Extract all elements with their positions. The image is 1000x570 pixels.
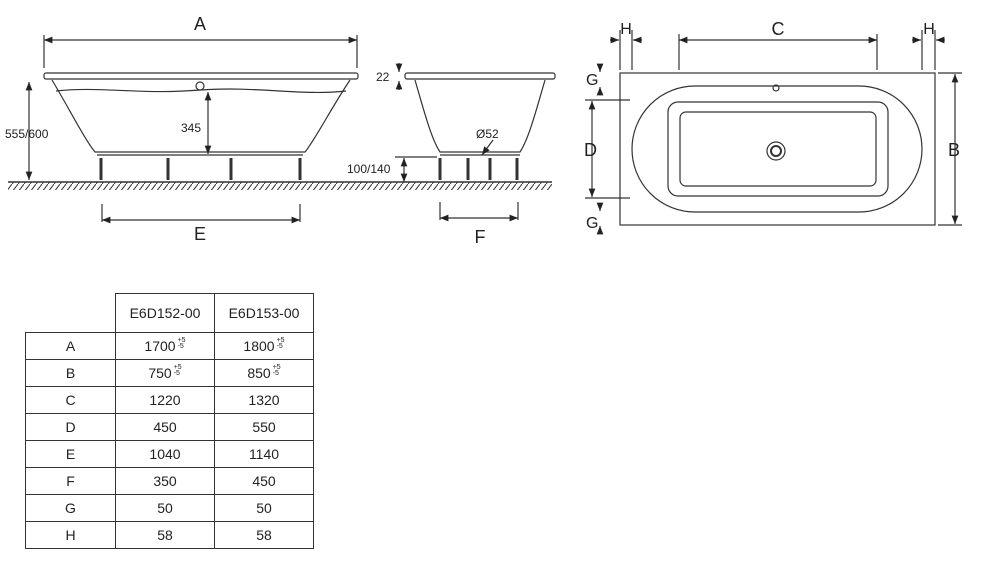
tolerance-plus: +5 xyxy=(276,337,285,344)
cell-value: 1040 xyxy=(115,440,215,468)
tolerance-plus: +5 xyxy=(173,364,182,371)
tolerance-minus: -5 xyxy=(272,370,279,377)
dim-label-g-bottom: G xyxy=(586,215,598,232)
row-label-text: C xyxy=(65,392,76,408)
tolerance-minus: -5 xyxy=(173,370,180,377)
tolerance: +5-5 xyxy=(272,364,281,377)
side-view xyxy=(25,35,359,224)
dim-label-h-right: H xyxy=(923,21,935,38)
cell-value-text: 50 xyxy=(256,500,272,516)
dim-label-h-left: H xyxy=(620,21,632,38)
cell-value-text: 1800 xyxy=(243,338,275,354)
dim-label-d: D xyxy=(584,140,597,160)
table-header-row: E6D152-00 E6D153-00 xyxy=(26,293,314,333)
row-label: F xyxy=(25,467,116,495)
dim-label-drain: Ø52 xyxy=(476,127,499,141)
cell-value: 1320 xyxy=(214,386,314,414)
dim-label-b: B xyxy=(948,140,960,160)
leg xyxy=(438,158,519,180)
table-row: C 1220 1320 xyxy=(25,386,314,414)
row-label-text: D xyxy=(65,419,76,435)
row-label: H xyxy=(25,521,116,549)
cell-value: 450 xyxy=(214,467,314,495)
end-view xyxy=(395,63,556,222)
cell-value-text: 1220 xyxy=(149,392,181,408)
tolerance: +5-5 xyxy=(276,337,285,350)
dim-label-a: A xyxy=(194,14,206,34)
dim-label-depth: 345 xyxy=(181,121,201,135)
cell-value-text: 350 xyxy=(153,473,177,489)
dim-label-rim: 22 xyxy=(376,70,390,84)
leg xyxy=(99,158,302,180)
cell-value-text: 1700 xyxy=(144,338,176,354)
row-label-text: F xyxy=(66,473,75,489)
cell-value: 58 xyxy=(214,521,314,549)
floor-hatch xyxy=(8,181,552,190)
row-label-text: A xyxy=(65,338,76,354)
cell-value: 1140 xyxy=(214,440,314,468)
tolerance-plus: +5 xyxy=(177,337,186,344)
row-label-text: B xyxy=(65,365,76,381)
cell-value: 1800+5-5 xyxy=(214,332,314,360)
row-label: C xyxy=(25,386,116,414)
bathtub-dimension-drawing: A 555/600 345 E 22 100/140 Ø52 F xyxy=(5,14,962,247)
row-label: D xyxy=(25,413,116,441)
tolerance-plus: +5 xyxy=(272,364,281,371)
dim-label-g-top: G xyxy=(586,72,598,89)
tolerance: +5-5 xyxy=(173,364,182,377)
plan-view xyxy=(585,30,962,235)
dim-label-c: C xyxy=(772,19,785,39)
cell-value-text: 50 xyxy=(157,500,173,516)
cell-value-text: 1140 xyxy=(248,446,280,462)
cell-value: 850+5-5 xyxy=(214,359,314,387)
column-header: E6D152-00 xyxy=(115,293,215,333)
cell-value: 50 xyxy=(214,494,314,522)
table-row: E 1040 1140 xyxy=(25,440,314,468)
cell-value: 450 xyxy=(115,413,215,441)
tolerance-minus: -5 xyxy=(177,343,184,350)
cell-value: 350 xyxy=(115,467,215,495)
table-row: D 450 550 xyxy=(25,413,314,441)
dim-label-leg-height: 100/140 xyxy=(347,162,391,176)
cell-value-text: 1320 xyxy=(248,392,280,408)
row-label-text: G xyxy=(65,500,76,516)
table-row: G 50 50 xyxy=(25,494,314,522)
row-label: E xyxy=(25,440,116,468)
row-label: A xyxy=(25,332,116,360)
table-row: F 350 450 xyxy=(25,467,314,495)
cell-value-text: 58 xyxy=(256,527,272,543)
cell-value-text: 750 xyxy=(148,365,172,381)
column-header: E6D153-00 xyxy=(214,293,314,333)
row-label: G xyxy=(25,494,116,522)
table-row: H 58 58 xyxy=(25,521,314,549)
cell-value: 1700+5-5 xyxy=(115,332,215,360)
cell-value: 1220 xyxy=(115,386,215,414)
cell-value: 58 xyxy=(115,521,215,549)
tolerance-minus: -5 xyxy=(276,343,283,350)
row-label: B xyxy=(25,359,116,387)
header-blank xyxy=(26,294,116,333)
cell-value-text: 850 xyxy=(247,365,271,381)
row-label-text: H xyxy=(65,527,76,543)
cell-value-text: 58 xyxy=(157,527,173,543)
cell-value: 750+5-5 xyxy=(115,359,215,387)
dim-label-f: F xyxy=(475,227,486,247)
cell-value: 50 xyxy=(115,494,215,522)
drain-icon xyxy=(766,141,786,161)
cell-value-text: 450 xyxy=(153,419,177,435)
cell-value-text: 450 xyxy=(252,473,276,489)
cell-value-text: 1040 xyxy=(149,446,181,462)
cell-value: 550 xyxy=(214,413,314,441)
dim-label-height: 555/600 xyxy=(5,127,49,141)
dim-label-e: E xyxy=(194,224,206,244)
cell-value-text: 550 xyxy=(252,419,276,435)
row-label-text: E xyxy=(65,446,76,462)
tolerance: +5-5 xyxy=(177,337,186,350)
